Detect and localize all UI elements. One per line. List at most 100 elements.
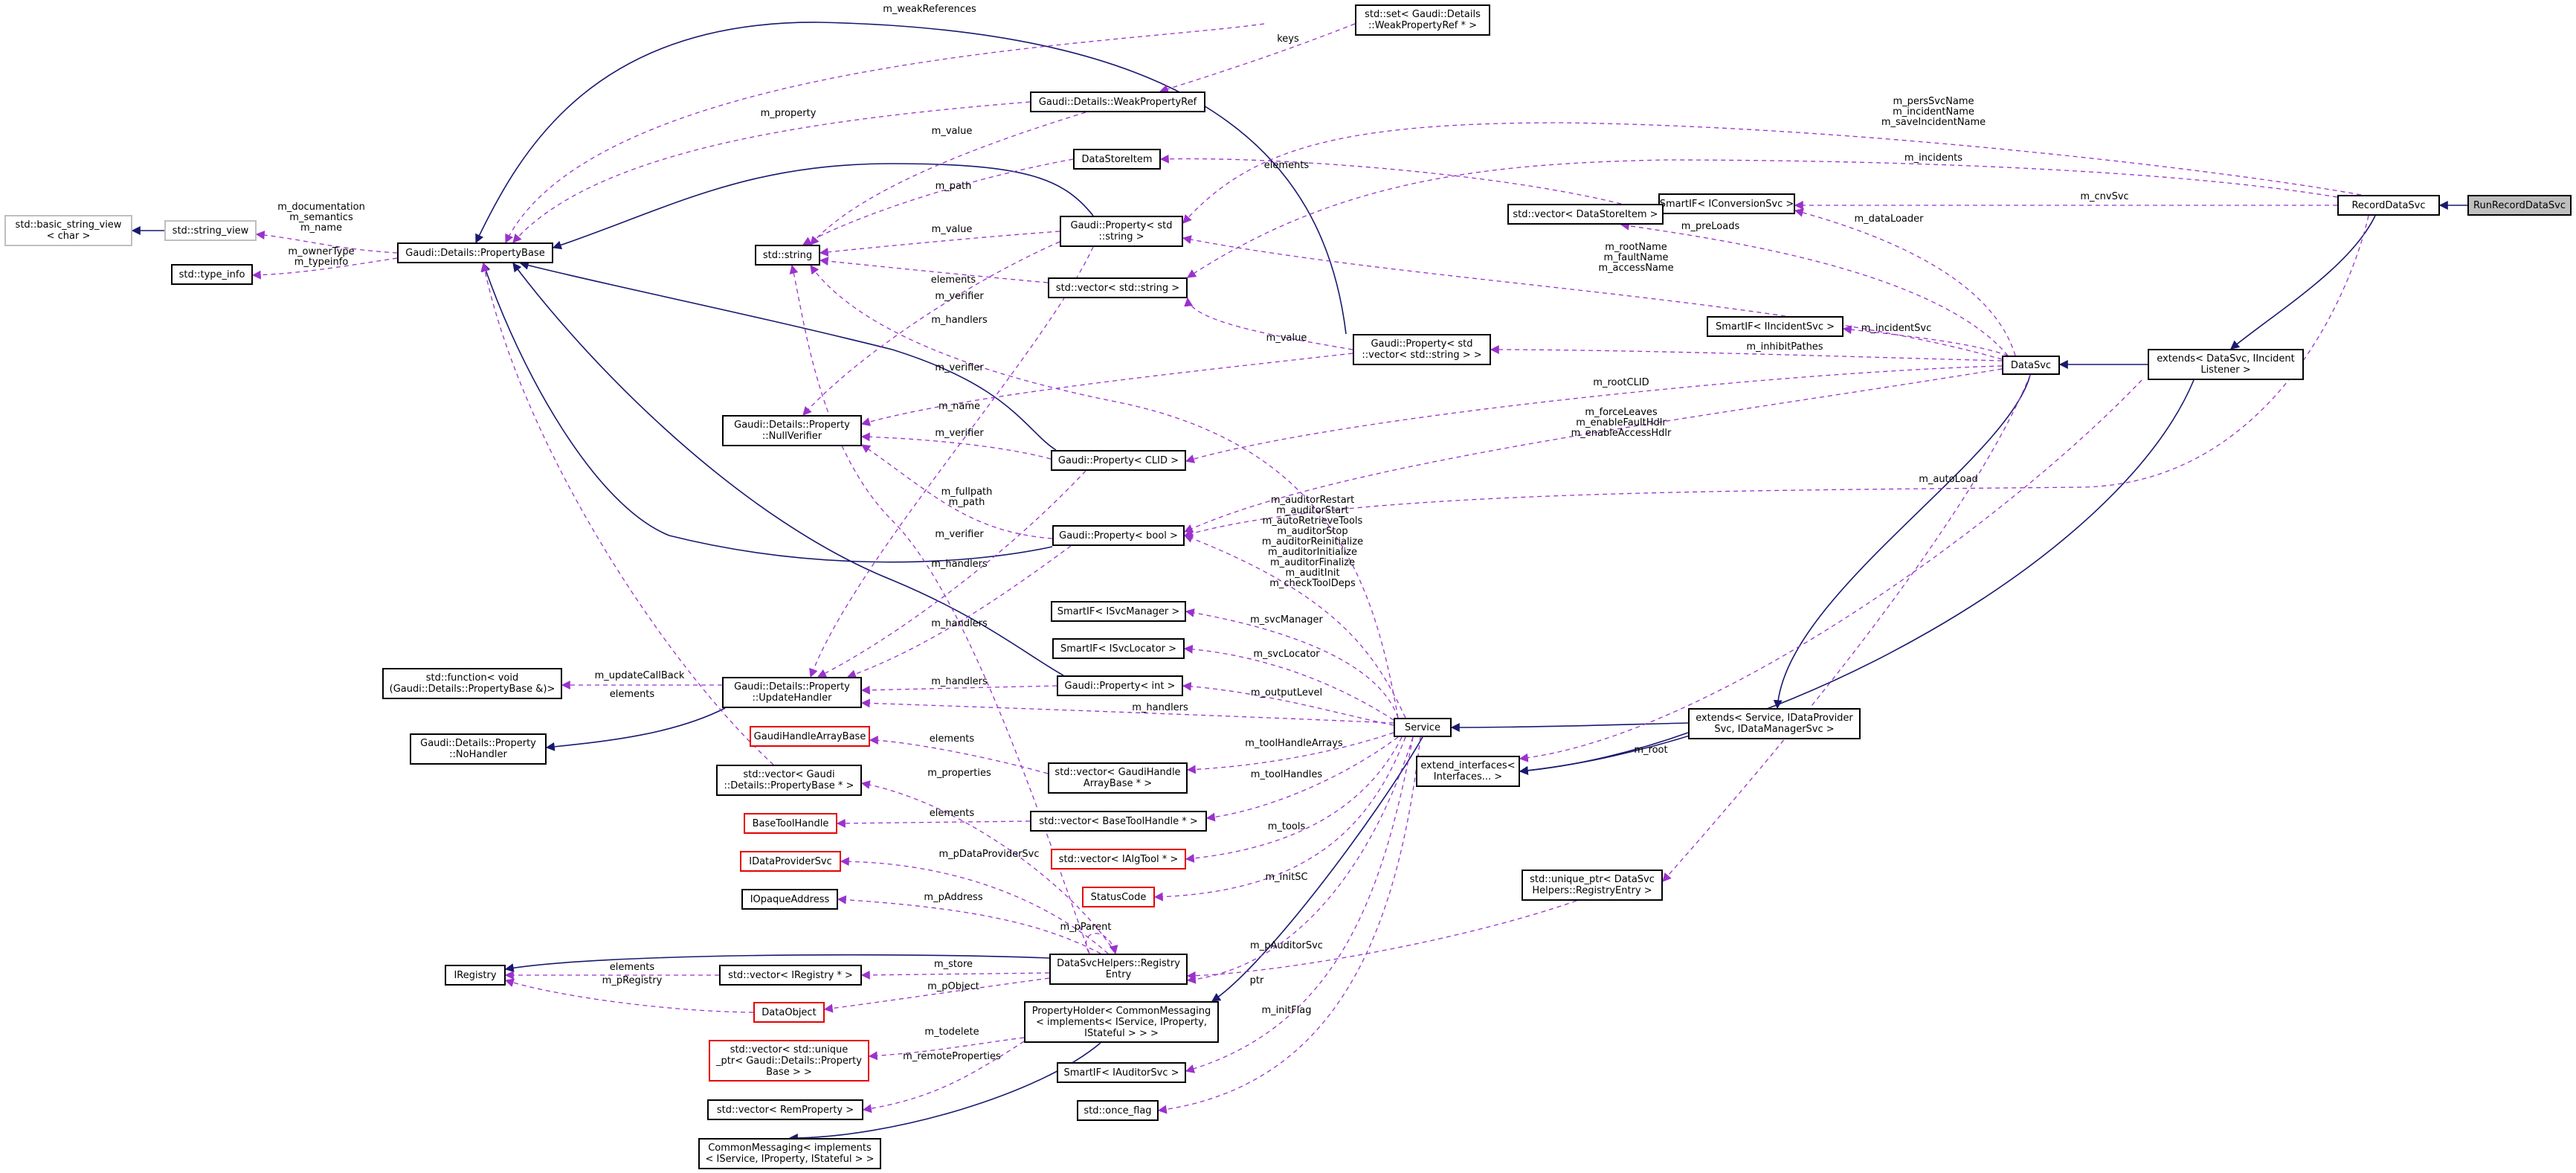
node-basetoolhandle[interactable]: BaseToolHandle [744,813,837,834]
node-nohandler[interactable]: Gaudi::Details::Property ::NoHandler [410,733,547,765]
node-std-string-view[interactable]: std::string_view [164,220,257,241]
node-extends-service[interactable]: extends< Service, IDataProvider Svc, IDa… [1688,708,1861,739]
node-nullverifier[interactable]: Gaudi::Details::Property ::NullVerifier [722,415,862,446]
node-weakpropertyref[interactable]: Gaudi::Details::WeakPropertyRef [1030,91,1205,112]
edge-label-initSC: m_initSC [1265,872,1307,883]
usage-edge-35 [802,158,1074,245]
node-smartif-isvclocator[interactable]: SmartIF< ISvcLocator > [1052,638,1185,659]
node-std-once-flag[interactable]: std::once_flag [1077,1100,1159,1121]
node-datastoreitem[interactable]: DataStoreItem [1073,149,1161,170]
node-property-holder[interactable]: PropertyHolder< CommonMessaging < implem… [1024,1001,1219,1043]
edge-label-value1: m_value [932,126,973,137]
node-property-clid[interactable]: Gaudi::Property< CLID > [1051,450,1186,471]
edge-label-incidentSvc: m_incidentSvc [1861,323,1931,334]
node-std-set-weakpropertyref[interactable]: std::set< Gaudi::Details ::WeakPropertyR… [1355,4,1490,36]
edge-label-toolHandleArrays: m_toolHandleArrays [1245,738,1343,749]
usage-edge-57 [1182,681,1394,726]
node-std-type-info[interactable]: std::type_info [171,264,253,285]
edge-label-inhibitPathes: m_inhibitPathes [1746,341,1823,353]
edge-label-properties: m_properties [927,768,991,779]
node-std-vector-ialgtool[interactable]: std::vector< IAlgTool * > [1051,849,1186,870]
usage-edge-36 [819,231,1060,257]
usage-edge-65 [1153,736,1406,902]
inheritance-edge-10 [552,163,1094,250]
edge-label-value3: m_value [1266,332,1307,344]
usage-edge-34 [810,112,1086,245]
edge-label-updateCallBack: m_updateCallBack [595,670,685,681]
node-common-messaging[interactable]: CommonMessaging< implements < IService, … [698,1138,881,1169]
node-std-vector-basetoolhandle[interactable]: std::vector< BaseToolHandle * > [1030,811,1207,832]
node-std-basic-string-view[interactable]: std::basic_string_view < char > [4,215,132,246]
node-property-bool[interactable]: Gaudi::Property< bool > [1052,525,1185,546]
node-data-svc[interactable]: DataSvc [2002,356,2060,375]
usage-edge-21 [1794,208,2016,356]
inheritance-edge-15 [545,707,726,751]
node-updatehandler[interactable]: Gaudi::Details::Property ::UpdateHandler [722,677,862,708]
edge-label-pParent: m_pParent [1060,922,1111,933]
node-extends-datasvc-iincidentlistener[interactable]: extends< DataSvc, IIncident Listener > [2148,349,2304,380]
node-std-vector-unique-ptr-propertybase[interactable]: std::vector< std::unique _ptr< Gaudi::De… [709,1040,869,1082]
node-std-function[interactable]: std::function< void (Gaudi::Details::Pro… [382,668,562,699]
node-smartif-iconversionsvc[interactable]: SmartIF< IConversionSvc > [1658,193,1795,214]
usage-edge-69 [860,970,1050,980]
usage-edge-71 [504,978,754,1013]
node-std-string[interactable]: std::string [755,245,820,266]
edge-label-verifier4: m_verifier [935,529,984,540]
node-std-vector-datastoreitem[interactable]: std::vector< DataStoreItem > [1507,204,1664,225]
edge-label-dataLoader: m_dataLoader [1855,213,1925,225]
usage-edge-64 [840,857,1109,954]
node-property-int[interactable]: Gaudi::Property< int > [1057,675,1183,696]
usage-edge-40 [1184,297,1353,350]
edge-label-verifier2: m_verifier [935,362,984,373]
node-dataobject[interactable]: DataObject [753,1002,825,1023]
inheritance-edge-5 [1519,379,2195,775]
node-gaudihandlearraybase[interactable]: GaudiHandleArrayBase [750,726,870,747]
node-statuscode[interactable]: StatusCode [1082,887,1155,907]
node-std-unique-ptr-registryentry[interactable]: std::unique_ptr< DataSvc Helpers::Regist… [1522,870,1663,901]
edge-label-todelete: m_todelete [924,1026,979,1038]
usage-edge-61 [1205,736,1399,822]
node-smartif-iauditorsvc[interactable]: SmartIF< IAuditorSvc > [1057,1062,1186,1083]
node-std-vector-propertybase[interactable]: std::vector< Gaudi ::Details::PropertyBa… [716,765,862,796]
node-property-string[interactable]: Gaudi::Property< std ::string > [1060,216,1183,247]
node-run-record-data-svc[interactable]: RunRecordDataSvc [2467,195,2572,216]
node-iopaqueaddress[interactable]: IOpaqueAddress [741,889,838,910]
usage-edge-47 [846,545,1072,678]
node-iregistry[interactable]: IRegistry [445,965,506,986]
edge-label-keys: keys [1277,33,1299,45]
node-smartif-iincidentsvc[interactable]: SmartIF< IIncidentSvc > [1707,316,1844,337]
edge-label-elements2: elements [610,689,655,700]
usage-edge-67 [1085,933,1118,960]
node-extend-interfaces[interactable]: extend_interfaces< Interfaces... > [1416,756,1520,787]
node-std-vector-iregistry[interactable]: std::vector< IRegistry * > [719,965,862,986]
inheritance-edge-13 [512,263,1064,676]
node-property-vector-string[interactable]: Gaudi::Property< std ::vector< std::stri… [1353,334,1491,365]
node-record-data-svc[interactable]: RecordDataSvc [2337,195,2440,216]
node-service[interactable]: Service [1394,718,1452,737]
edge-label-pAuditorSvc: m_pAuditorSvc [1250,940,1323,951]
edge-label-weakReferences: m_weakReferences [883,4,976,15]
node-std-vector-string[interactable]: std::vector< std::string > [1048,277,1188,298]
node-smartif-isvcmanager[interactable]: SmartIF< ISvcManager > [1051,601,1186,622]
node-std-vector-remproperty[interactable]: std::vector< RemProperty > [707,1099,863,1120]
usage-edge-76 [868,1037,1025,1061]
edge-label-value2: m_value [932,224,973,235]
usage-edge-49 [860,698,1394,724]
node-registryentry[interactable]: DataSvcHelpers::Registry Entry [1049,954,1188,985]
edge-label-elements5: elements [610,962,655,973]
edge-label-outputLevel: m_outputLevel [1251,687,1322,698]
edge-label-svcLocator: m_svcLocator [1253,649,1320,660]
usage-edge-23 [1182,235,2003,360]
node-std-vector-gaudihandlearraybase[interactable]: std::vector< GaudiHandle ArrayBase * > [1048,762,1188,794]
usage-edge-18 [1186,159,2338,278]
node-idataprovidersvc[interactable]: IDataProviderSvc [740,851,841,872]
edge-label-handlers3: m_handlers [931,618,988,629]
inheritance-edge-7 [1211,736,1423,1002]
node-propertybase[interactable]: Gaudi::Details::PropertyBase [397,242,553,263]
